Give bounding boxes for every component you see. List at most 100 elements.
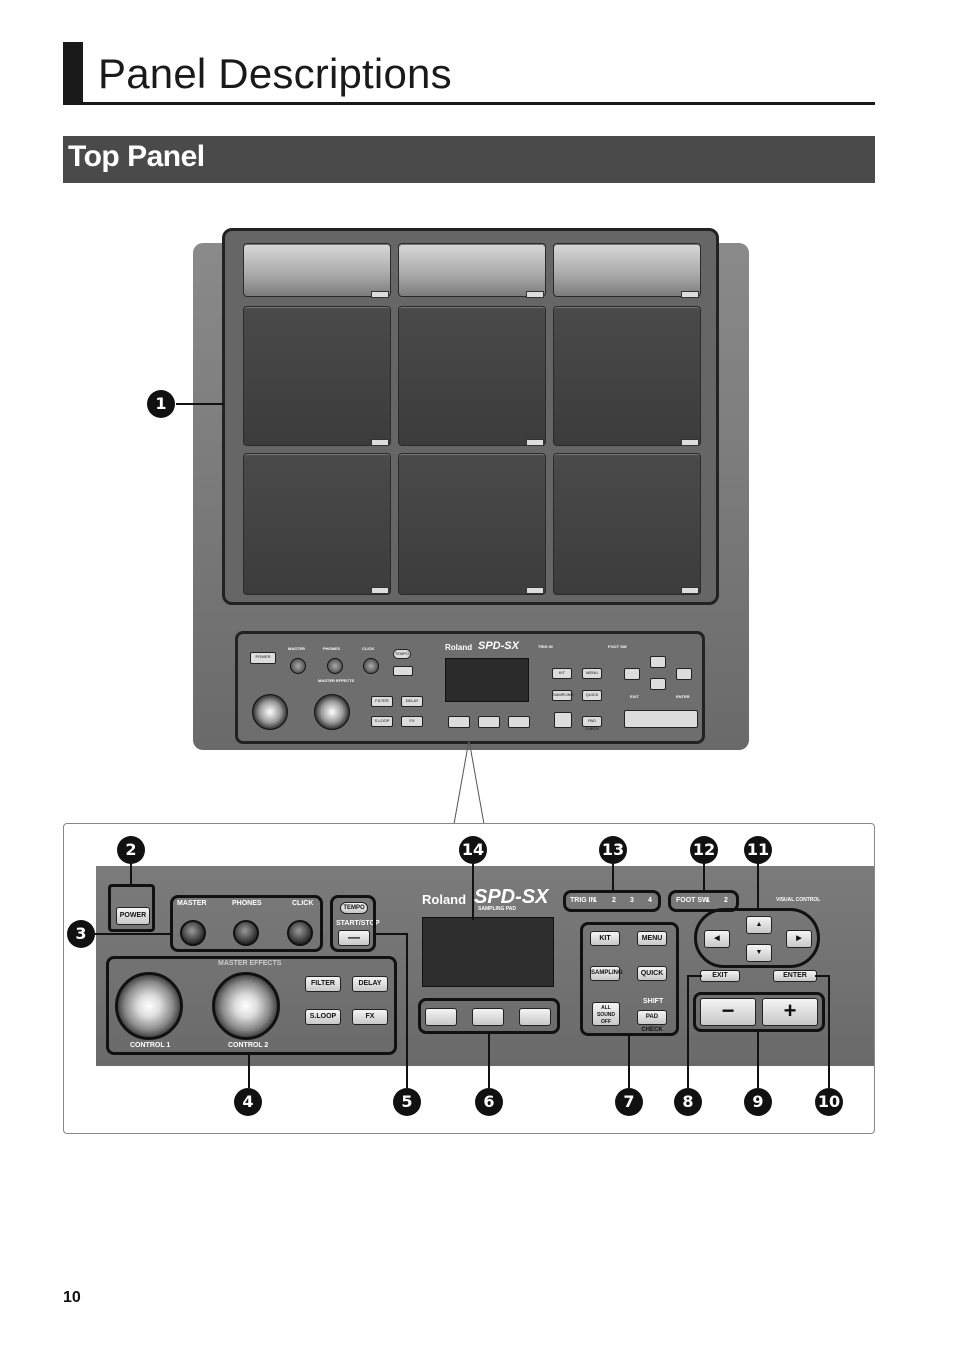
mini-display — [445, 658, 529, 702]
leader-10a — [815, 975, 830, 977]
mini-soft-button-1 — [448, 716, 470, 728]
click-label: CLICK — [292, 900, 314, 907]
leader-3 — [95, 933, 173, 935]
callout-13: 13 — [599, 836, 627, 864]
callout-8: 8 — [674, 1088, 702, 1116]
soft-button-1[interactable] — [425, 1008, 457, 1026]
pad-check-button[interactable]: PAD CHECK — [637, 1010, 667, 1033]
mini-pad-check-button: PAD CHECK — [582, 716, 602, 731]
leader-7 — [628, 1035, 630, 1088]
mini-click-knob — [363, 658, 379, 674]
fx-button[interactable]: FX — [352, 1009, 388, 1025]
soft-button-3[interactable] — [519, 1008, 551, 1026]
mini-soft-button-3 — [508, 716, 530, 728]
mini-cursor-left — [624, 668, 640, 680]
control1-label: CONTROL 1 — [130, 1042, 171, 1049]
pad-4 — [243, 306, 391, 446]
mini-all-sound-off-button — [554, 712, 572, 728]
zoom-connector — [453, 740, 485, 825]
shift-label: SHIFT — [643, 998, 664, 1005]
page-title: Panel Descriptions — [98, 50, 452, 97]
power-button[interactable]: POWER — [116, 907, 150, 925]
pad-6 — [553, 306, 701, 446]
outline-tempo — [330, 895, 376, 952]
cursor-up-button[interactable]: ▲ — [746, 916, 772, 934]
kit-button[interactable]: KIT — [590, 931, 620, 946]
mini-power-button: POWER — [250, 652, 276, 664]
title-accent-bar — [63, 42, 83, 104]
exit-button[interactable]: EXIT — [700, 970, 740, 982]
mini-fx-button: FX — [401, 716, 423, 727]
control1-knob[interactable] — [115, 972, 183, 1040]
visual-control-label: VISUAL CONTROL — [776, 897, 821, 903]
mini-exit-label: EXIT — [630, 694, 639, 699]
leader-8a — [687, 975, 702, 977]
start-stop-label: START/STOP — [336, 920, 380, 927]
inc-button[interactable]: + — [762, 998, 818, 1026]
leader-8b — [687, 975, 689, 1088]
lcd-display — [422, 917, 554, 987]
callout-7: 7 — [615, 1088, 643, 1116]
quick-button[interactable]: QUICK — [637, 966, 667, 981]
pad-led — [371, 587, 389, 594]
trig-in-4: 4 — [648, 897, 652, 904]
mini-cursor-up — [650, 656, 666, 668]
callout-6: 6 — [475, 1088, 503, 1116]
mini-menu-button: MENU — [582, 668, 602, 679]
dec-button[interactable]: − — [700, 998, 756, 1026]
title-rule — [63, 102, 875, 105]
leader-10b — [828, 975, 830, 1088]
menu-button[interactable]: MENU — [637, 931, 667, 946]
model-logo: SPD-SX — [474, 886, 549, 908]
mini-master-label: MASTER — [288, 646, 305, 651]
callout-3: 3 — [67, 920, 95, 948]
mini-control1-knob — [252, 694, 288, 730]
foot-sw-2: 2 — [724, 897, 728, 904]
mini-filter-button: FILTER — [371, 696, 393, 707]
section-header — [63, 136, 875, 183]
brand-logo: Roland — [422, 892, 467, 907]
page-number: 10 — [63, 1289, 81, 1306]
master-label: MASTER — [177, 900, 207, 907]
pad-led — [371, 439, 389, 446]
mini-cursor-down — [650, 678, 666, 690]
pad-9 — [553, 453, 701, 595]
trig-in-2: 2 — [612, 897, 616, 904]
leader-9 — [757, 1031, 759, 1088]
pad-3 — [553, 243, 701, 297]
phones-knob[interactable] — [233, 920, 259, 946]
click-knob[interactable] — [287, 920, 313, 946]
section-title: Top Panel — [68, 140, 205, 173]
pad-1 — [243, 243, 391, 297]
model-subtitle: SAMPLING PAD — [478, 906, 516, 912]
filter-button[interactable]: FILTER — [305, 976, 341, 992]
leader-2 — [130, 862, 132, 887]
start-stop-button[interactable]: — — [338, 930, 370, 946]
outline-dec-inc — [693, 992, 825, 1032]
callout-1: 1 — [147, 390, 175, 418]
mini-soft-button-2 — [478, 716, 500, 728]
soft-button-2[interactable] — [472, 1008, 504, 1026]
mini-click-label: CLICK — [362, 646, 375, 651]
mini-sloop-button: S.LOOP — [371, 716, 393, 727]
leader-4 — [248, 1054, 250, 1088]
control2-knob[interactable] — [212, 972, 280, 1040]
cursor-down-button[interactable]: ▼ — [746, 944, 772, 962]
mini-master-knob — [290, 658, 306, 674]
delay-button[interactable]: DELAY — [352, 976, 388, 992]
pad-led — [371, 291, 389, 298]
all-sound-off-button[interactable]: ALL SOUND OFF — [592, 1002, 620, 1026]
callout-9: 9 — [744, 1088, 772, 1116]
enter-button[interactable]: ENTER — [773, 970, 817, 982]
mini-sampling-button: SAMPLING — [552, 690, 574, 701]
tempo-button[interactable]: TEMPO — [340, 902, 368, 914]
leader-12 — [703, 862, 705, 892]
master-knob[interactable] — [180, 920, 206, 946]
sampling-button[interactable]: SAMPLING — [590, 966, 623, 981]
trig-in-3: 3 — [630, 897, 634, 904]
callout-4: 4 — [234, 1088, 262, 1116]
callout-2: 2 — [117, 836, 145, 864]
sloop-button[interactable]: S.LOOP — [305, 1009, 341, 1025]
foot-sw-1: 1 — [706, 897, 710, 904]
pad-2 — [398, 243, 546, 297]
